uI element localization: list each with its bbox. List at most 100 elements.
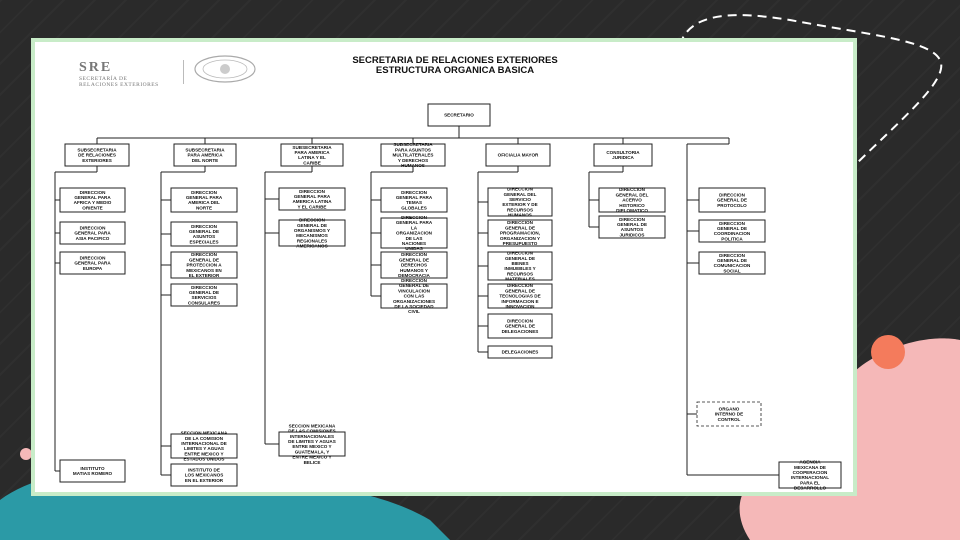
direction-box-text: GENERAL PARA — [396, 195, 433, 200]
direction-box-text: ORGANIZACION Y — [500, 236, 540, 241]
direction-box — [487, 187, 553, 217]
direction-box-text: ORGANISMOS Y — [294, 228, 330, 233]
unit-head-box-text: SUBSECRETARIA — [185, 147, 225, 152]
direction-box-text: DIRECCION — [719, 192, 745, 197]
direction-box-text: HUMANOS Y — [400, 268, 428, 273]
direction-box-text: BIENES — [511, 261, 528, 266]
logo-divider — [183, 60, 184, 84]
bottom-unit-box-text: ENTRE MEXICO Y — [292, 444, 331, 449]
direction-box-text: HUMANOS — [508, 213, 532, 218]
direction-box-text: GENERAL DE — [505, 324, 535, 329]
direction-box-text: TEMAS — [406, 200, 422, 205]
bottom-unit-box-text: MATIAS ROMERO — [73, 471, 113, 476]
direction-box-text: DELEGACIONES — [502, 350, 539, 355]
bottom-unit-box-text: INTERNACIONALES — [290, 434, 334, 439]
unit-head-box-text: EXTERIORES — [82, 158, 112, 163]
direction-box-text: DIRECCION — [507, 251, 533, 256]
direction-box-text: SERVICIOS — [192, 295, 217, 300]
direction-box-text: PROGRAMACION, — [500, 231, 540, 236]
bottom-unit-box-text: ENTRE MEXICO Y — [184, 451, 223, 456]
unit-head-box-text: HUMANOS — [401, 163, 425, 168]
direction-box-text: GENERAL DE — [505, 256, 535, 261]
direction-box — [380, 283, 448, 309]
direction-box-text: AMERICA DEL — [188, 200, 220, 205]
direction-box-text: DIRECCION — [719, 221, 745, 226]
direction-box-text: PROTOCOLO — [717, 203, 747, 208]
direction-box-text: NORTE — [196, 205, 212, 210]
unit-head-box-text: SUBSECRETARIA — [393, 142, 433, 147]
direction-box-text: INNOVACION — [505, 304, 535, 309]
unit-head-box-text: PARA AMERICA — [187, 153, 223, 158]
bottom-unit-box-text: LOS MEXICANOS — [185, 473, 224, 478]
direction-box-text: RECURSOS — [507, 207, 533, 212]
bottom-unit-box-text: PARA EL — [800, 480, 820, 485]
bottom-unit-box-text: ENTRE MEXICO Y — [292, 455, 331, 460]
unit-head-box-text: MULTILATERALES — [393, 153, 434, 158]
direction-box-text: GENERAL DE — [297, 223, 327, 228]
unit-head-box-text: JURIDICA — [612, 155, 634, 160]
direction-box-text: AMERICA LATINA — [292, 199, 332, 204]
unit-head-box-text: SUBSECRETARIA — [77, 147, 117, 152]
direction-box-text: GENERAL DE — [189, 290, 219, 295]
bottom-unit-box-text: INSTITUTO — [80, 466, 105, 471]
direction-box-text: RECURSOS — [507, 271, 533, 276]
direction-box-text: MATERIALES — [505, 277, 535, 282]
bottom-unit-box-text: BELICE — [304, 460, 321, 465]
direction-box-text: ESPECIALES — [189, 239, 218, 244]
direction-box-text: DIRECCION — [299, 189, 325, 194]
direction-box-text: PROTECCION A — [186, 263, 222, 268]
title-line-1: SECRETARIA DE RELACIONES EXTERIORES — [352, 55, 558, 66]
direction-box-text: DIRECCION — [619, 187, 645, 192]
unit-head-box-text: Y DERECHOS — [398, 158, 428, 163]
direction-box-text: DIPLOMATICO — [616, 208, 648, 213]
direction-box-text: REGIONALES — [297, 238, 327, 243]
direction-box-text: GENERAL DE — [399, 257, 429, 262]
direction-box-text: DIRECCION — [719, 253, 745, 258]
direction-box-text: PRESUPUESTO — [503, 241, 538, 246]
direction-box-text: INMUEBLES Y — [504, 266, 535, 271]
direction-box-text: AFRICA Y MEDIO — [74, 200, 112, 205]
direction-box-text: GENERAL DEL — [504, 192, 537, 197]
direction-box-text: DIRECCION — [401, 252, 427, 257]
direction-box-text: GENERAL PARA — [186, 195, 223, 200]
bottom-unit-box-text: SECCION MEXICANA — [181, 431, 228, 436]
direction-box-text: GENERAL PARA — [74, 195, 111, 200]
direction-box-text: HISTORICO — [619, 203, 645, 208]
direction-box-text: DIRECCION — [507, 187, 533, 192]
direction-box-text: INFORMACION E — [501, 299, 538, 304]
unit-head-box-text: PARA ASUNTOS — [395, 147, 431, 152]
direction-box-text: ASIA PACIFICO — [76, 236, 110, 241]
sre-logo: SRE SECRETARÍA DE RELACIONES EXTERIORES — [79, 60, 159, 88]
org-chart-slide: SRE SECRETARÍA DE RELACIONES EXTERIORES … — [35, 42, 853, 492]
dashed-curve-decoration — [679, 14, 943, 171]
title-line-2: ESTRUCTURA ORGANICA BASICA — [375, 65, 535, 76]
direction-box-text: GENERAL DEL — [616, 192, 649, 197]
direction-box-text: LA — [411, 225, 418, 230]
direction-box-text: GENERAL DE — [617, 222, 647, 227]
direction-box — [598, 187, 666, 213]
direction-box-text: GENERAL DE — [717, 226, 747, 231]
direction-box-text: DIRECCION — [401, 278, 427, 283]
direction-box-text: POLITICA — [721, 236, 743, 241]
direction-box-text: ORIENTE — [82, 205, 102, 210]
organo-interno-box — [696, 401, 762, 427]
direction-box-text: EUROPA — [83, 266, 103, 271]
direction-box-text: MECANISMOS — [296, 233, 328, 238]
direction-box-text: CON LAS — [404, 294, 425, 299]
direction-box-text: DE LAS — [406, 236, 423, 241]
organo-interno-box-text: INTERNO DE — [715, 412, 743, 417]
bottom-unit-box-text: DE LIMITES Y AGUAS — [288, 439, 336, 444]
bottom-unit-box-text: LIMITES Y AGUAS — [184, 446, 224, 451]
unit-head-box-text: CARIBE — [303, 160, 321, 165]
direction-box-text: COORDINACION — [714, 231, 751, 236]
direction-box-text: CIVIL — [408, 309, 420, 314]
direction-box-text: DIRECCION — [191, 190, 217, 195]
direction-box-text: EL EXTERIOR — [189, 273, 220, 278]
direction-box-text: GENERAL DE — [505, 225, 535, 230]
direction-box-text: GENERAL DE — [717, 258, 747, 263]
direction-box — [170, 251, 238, 279]
bottom-unit-box-text: DE LA COMISION — [185, 436, 224, 441]
unit-head-box-text: CONSULTORIA — [606, 150, 640, 155]
direction-box-text: ASUNTOS — [193, 234, 215, 239]
